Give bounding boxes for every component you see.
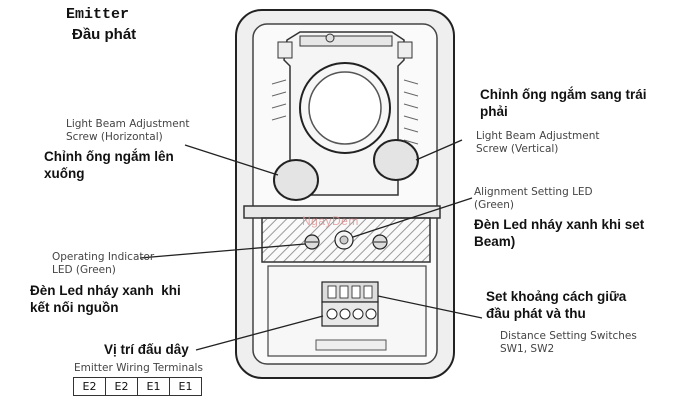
watermark: NgayDem	[302, 214, 359, 228]
label-alignment-vi: Đèn Led nháy xanh khi set Beam)	[474, 217, 645, 249]
label-wiring-vi: Vị trí đấu dây	[104, 342, 189, 357]
lower-slot	[315, 339, 387, 351]
terminal-cell: E2	[74, 378, 106, 395]
frame-screw-top	[325, 33, 335, 43]
label-distance-en: Distance Setting Switches SW1, SW2	[500, 330, 637, 355]
label-vertical-en: Light Beam Adjustment Screw (Vertical)	[476, 130, 600, 155]
label-alignment-en: Alignment Setting LED (Green)	[474, 186, 593, 211]
lens-inner	[308, 71, 382, 145]
label-operating-en: Operating Indicator LED (Green)	[52, 251, 155, 276]
title-dau-phat: Đầu phát	[72, 26, 137, 43]
frame-tab-right	[397, 41, 413, 59]
terminal-cell: E1	[178, 380, 193, 393]
title-emitter: Emitter	[66, 6, 130, 23]
vertical-adjust-knob	[373, 139, 419, 181]
label-vertical-vi: Chỉnh ống ngắm sang trái phải	[480, 87, 647, 119]
label-horizontal-vi: Chỉnh ống ngắm lên xuống	[44, 149, 174, 181]
wiring-terminal-table: E2 E2 E1 E1	[73, 377, 202, 396]
terminal-cell: E2	[106, 378, 138, 395]
horizontal-adjust-knob	[273, 159, 319, 201]
label-wiring-en: Emitter Wiring Terminals	[74, 362, 203, 374]
side-grooves	[271, 79, 419, 145]
frame-top-bar	[299, 35, 393, 47]
label-operating-vi: Đèn Led nháy xanh khi kết nối nguồn	[30, 283, 181, 315]
label-distance-vi: Set khoảng cách giữa đầu phát và thu	[486, 289, 627, 321]
leader-lines	[139, 139, 483, 351]
frame-tab-left	[277, 41, 293, 59]
label-horizontal-en: Light Beam Adjustment Screw (Horizontal)	[66, 118, 190, 143]
terminal-cell: E1	[138, 378, 170, 395]
